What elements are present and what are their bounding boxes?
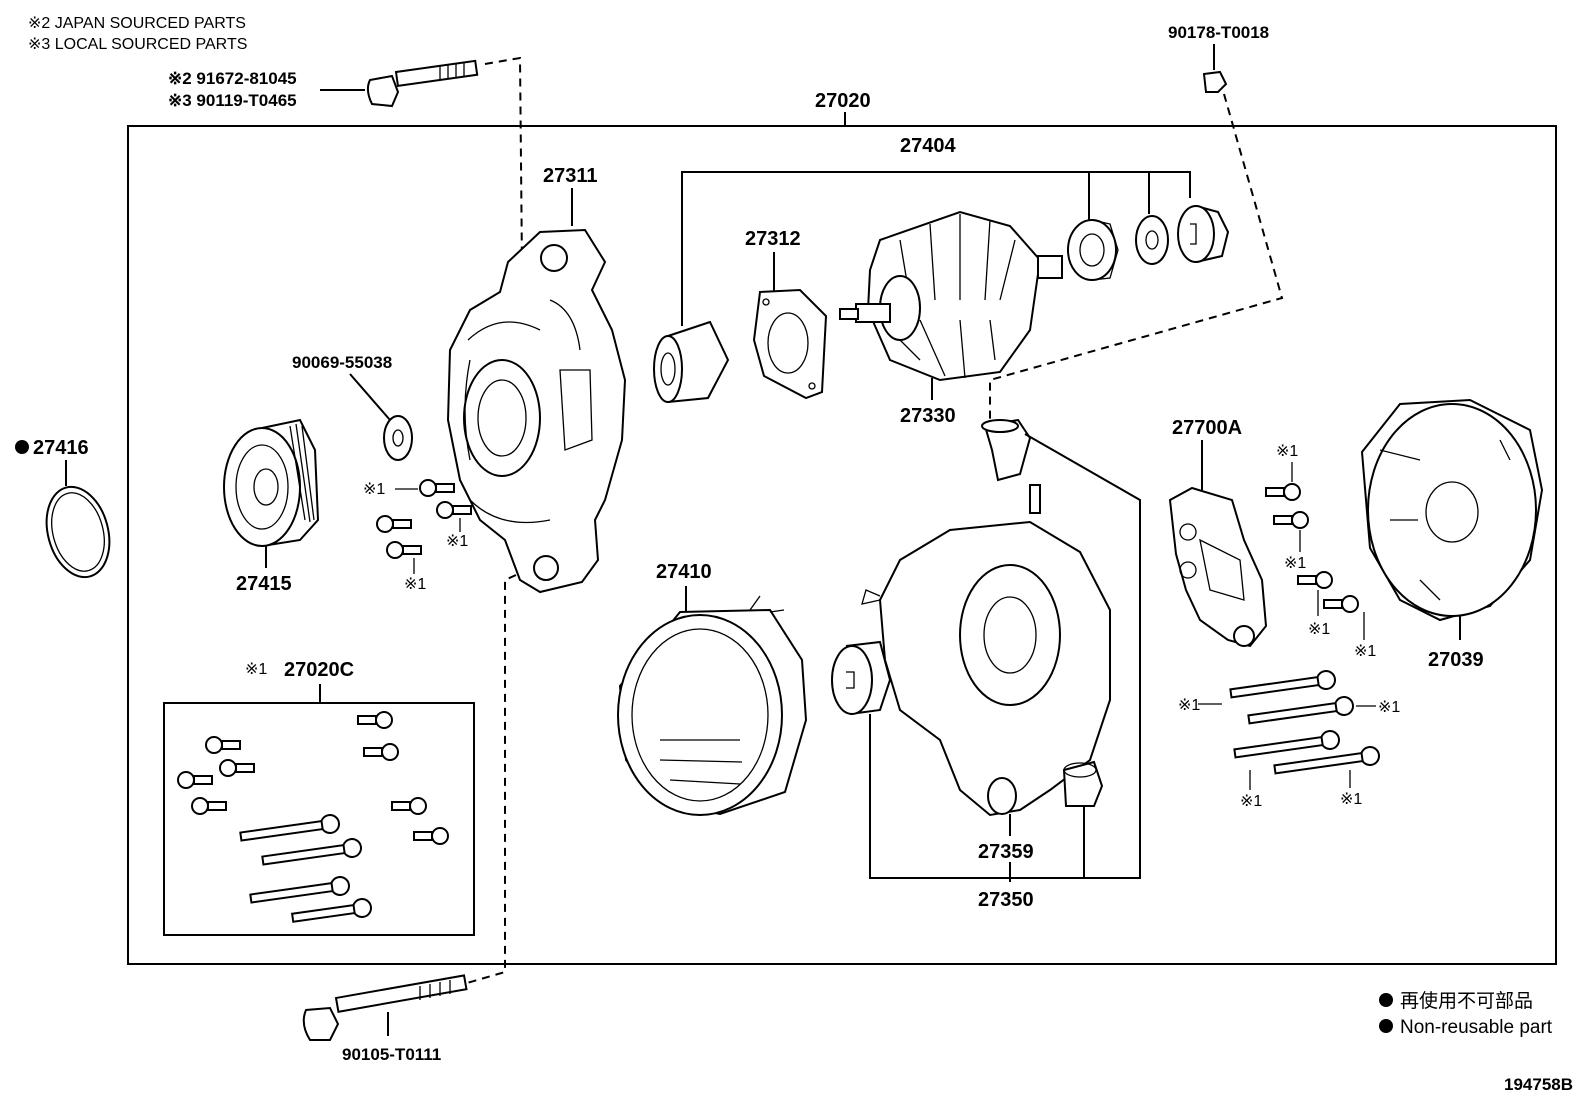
legend-dot-en [1379, 1019, 1393, 1033]
mark-1g: ※1 [1354, 643, 1376, 660]
screw-group-front[interactable] [376, 479, 472, 559]
label-90069-55038[interactable]: 90069-55038 [292, 353, 392, 372]
diagram-id: 194758B [1504, 1075, 1573, 1094]
label-27330[interactable]: 27330 [900, 405, 956, 427]
label-27350[interactable]: 27350 [978, 889, 1034, 911]
mark-1b: ※1 [446, 533, 468, 550]
legend-jp: 再使用不可部品 [1400, 990, 1533, 1012]
terminal-nut[interactable] [1202, 70, 1228, 93]
mark-1f: ※1 [1308, 621, 1330, 638]
legend-dot-jp [1379, 993, 1393, 1007]
rear-bearing[interactable] [1067, 219, 1119, 281]
label-27020[interactable]: 27020 [815, 90, 871, 112]
legend-en: Non-reusable part [1400, 1017, 1553, 1038]
label-27359[interactable]: 27359 [978, 841, 1034, 863]
terminal-bush[interactable] [1062, 760, 1104, 807]
drive-end-frame[interactable] [446, 228, 627, 594]
label-90178-T0018[interactable]: 90178-T0018 [1168, 23, 1269, 42]
mark-1a: ※1 [363, 481, 385, 498]
mark-kit: ※1 [245, 661, 267, 678]
rear-cover[interactable] [1360, 398, 1544, 622]
terminal-insulator-top[interactable] [981, 418, 1041, 514]
note-local-sourced: ※3 LOCAL SOURCED PARTS [28, 36, 247, 53]
stator[interactable] [617, 595, 808, 816]
rotor[interactable] [839, 210, 1063, 382]
label-27020C[interactable]: 27020C [284, 659, 354, 681]
label-27311[interactable]: 27311 [543, 165, 598, 187]
mark-1j: ※1 [1240, 793, 1262, 810]
label-27415[interactable]: 27415 [236, 573, 292, 595]
label-27700A[interactable]: 27700A [1172, 417, 1242, 439]
oring[interactable] [37, 480, 119, 584]
label-27410[interactable]: 27410 [656, 561, 712, 583]
rear-bolts[interactable] [1229, 670, 1380, 778]
pulley-washer[interactable] [383, 415, 413, 461]
bearing-cover[interactable] [1177, 205, 1230, 263]
rear-end-frame[interactable] [861, 520, 1111, 817]
screw-kit-parts[interactable] [177, 711, 449, 927]
label-bolt-top-local[interactable]: ※3 90119-T0465 [168, 91, 297, 110]
mark-1k: ※1 [1340, 791, 1362, 808]
voltage-regulator[interactable] [1168, 486, 1268, 648]
label-27404[interactable]: 27404 [900, 135, 956, 157]
label-27416[interactable]: 27416 [33, 437, 89, 459]
front-bearing[interactable] [653, 320, 730, 403]
mark-1i: ※1 [1378, 699, 1400, 716]
note-japan-sourced: ※2 JAPAN SOURCED PARTS [28, 15, 246, 32]
assembly-boundary [127, 125, 1557, 965]
pulley[interactable] [223, 418, 320, 547]
top-through-bolt[interactable] [366, 59, 479, 108]
screw-kit-box [163, 702, 475, 936]
mark-1d: ※1 [1276, 443, 1298, 460]
mark-1h: ※1 [1178, 697, 1200, 714]
mark-1c: ※1 [404, 576, 426, 593]
bearing-cover-rear[interactable] [831, 640, 892, 715]
screw-group-regulator[interactable] [1265, 483, 1359, 613]
label-90105-T0111[interactable]: 90105-T0111 [342, 1045, 441, 1064]
label-27039[interactable]: 27039 [1428, 649, 1484, 671]
retainer-plate[interactable] [752, 288, 828, 400]
mark-1e: ※1 [1284, 555, 1306, 572]
bottom-through-bolt[interactable] [302, 974, 468, 1041]
label-27312[interactable]: 27312 [745, 228, 801, 250]
non-reusable-dot [15, 440, 29, 454]
bearing-spacer[interactable] [1135, 215, 1169, 265]
label-bolt-top-jp[interactable]: ※2 91672-81045 [168, 69, 297, 88]
